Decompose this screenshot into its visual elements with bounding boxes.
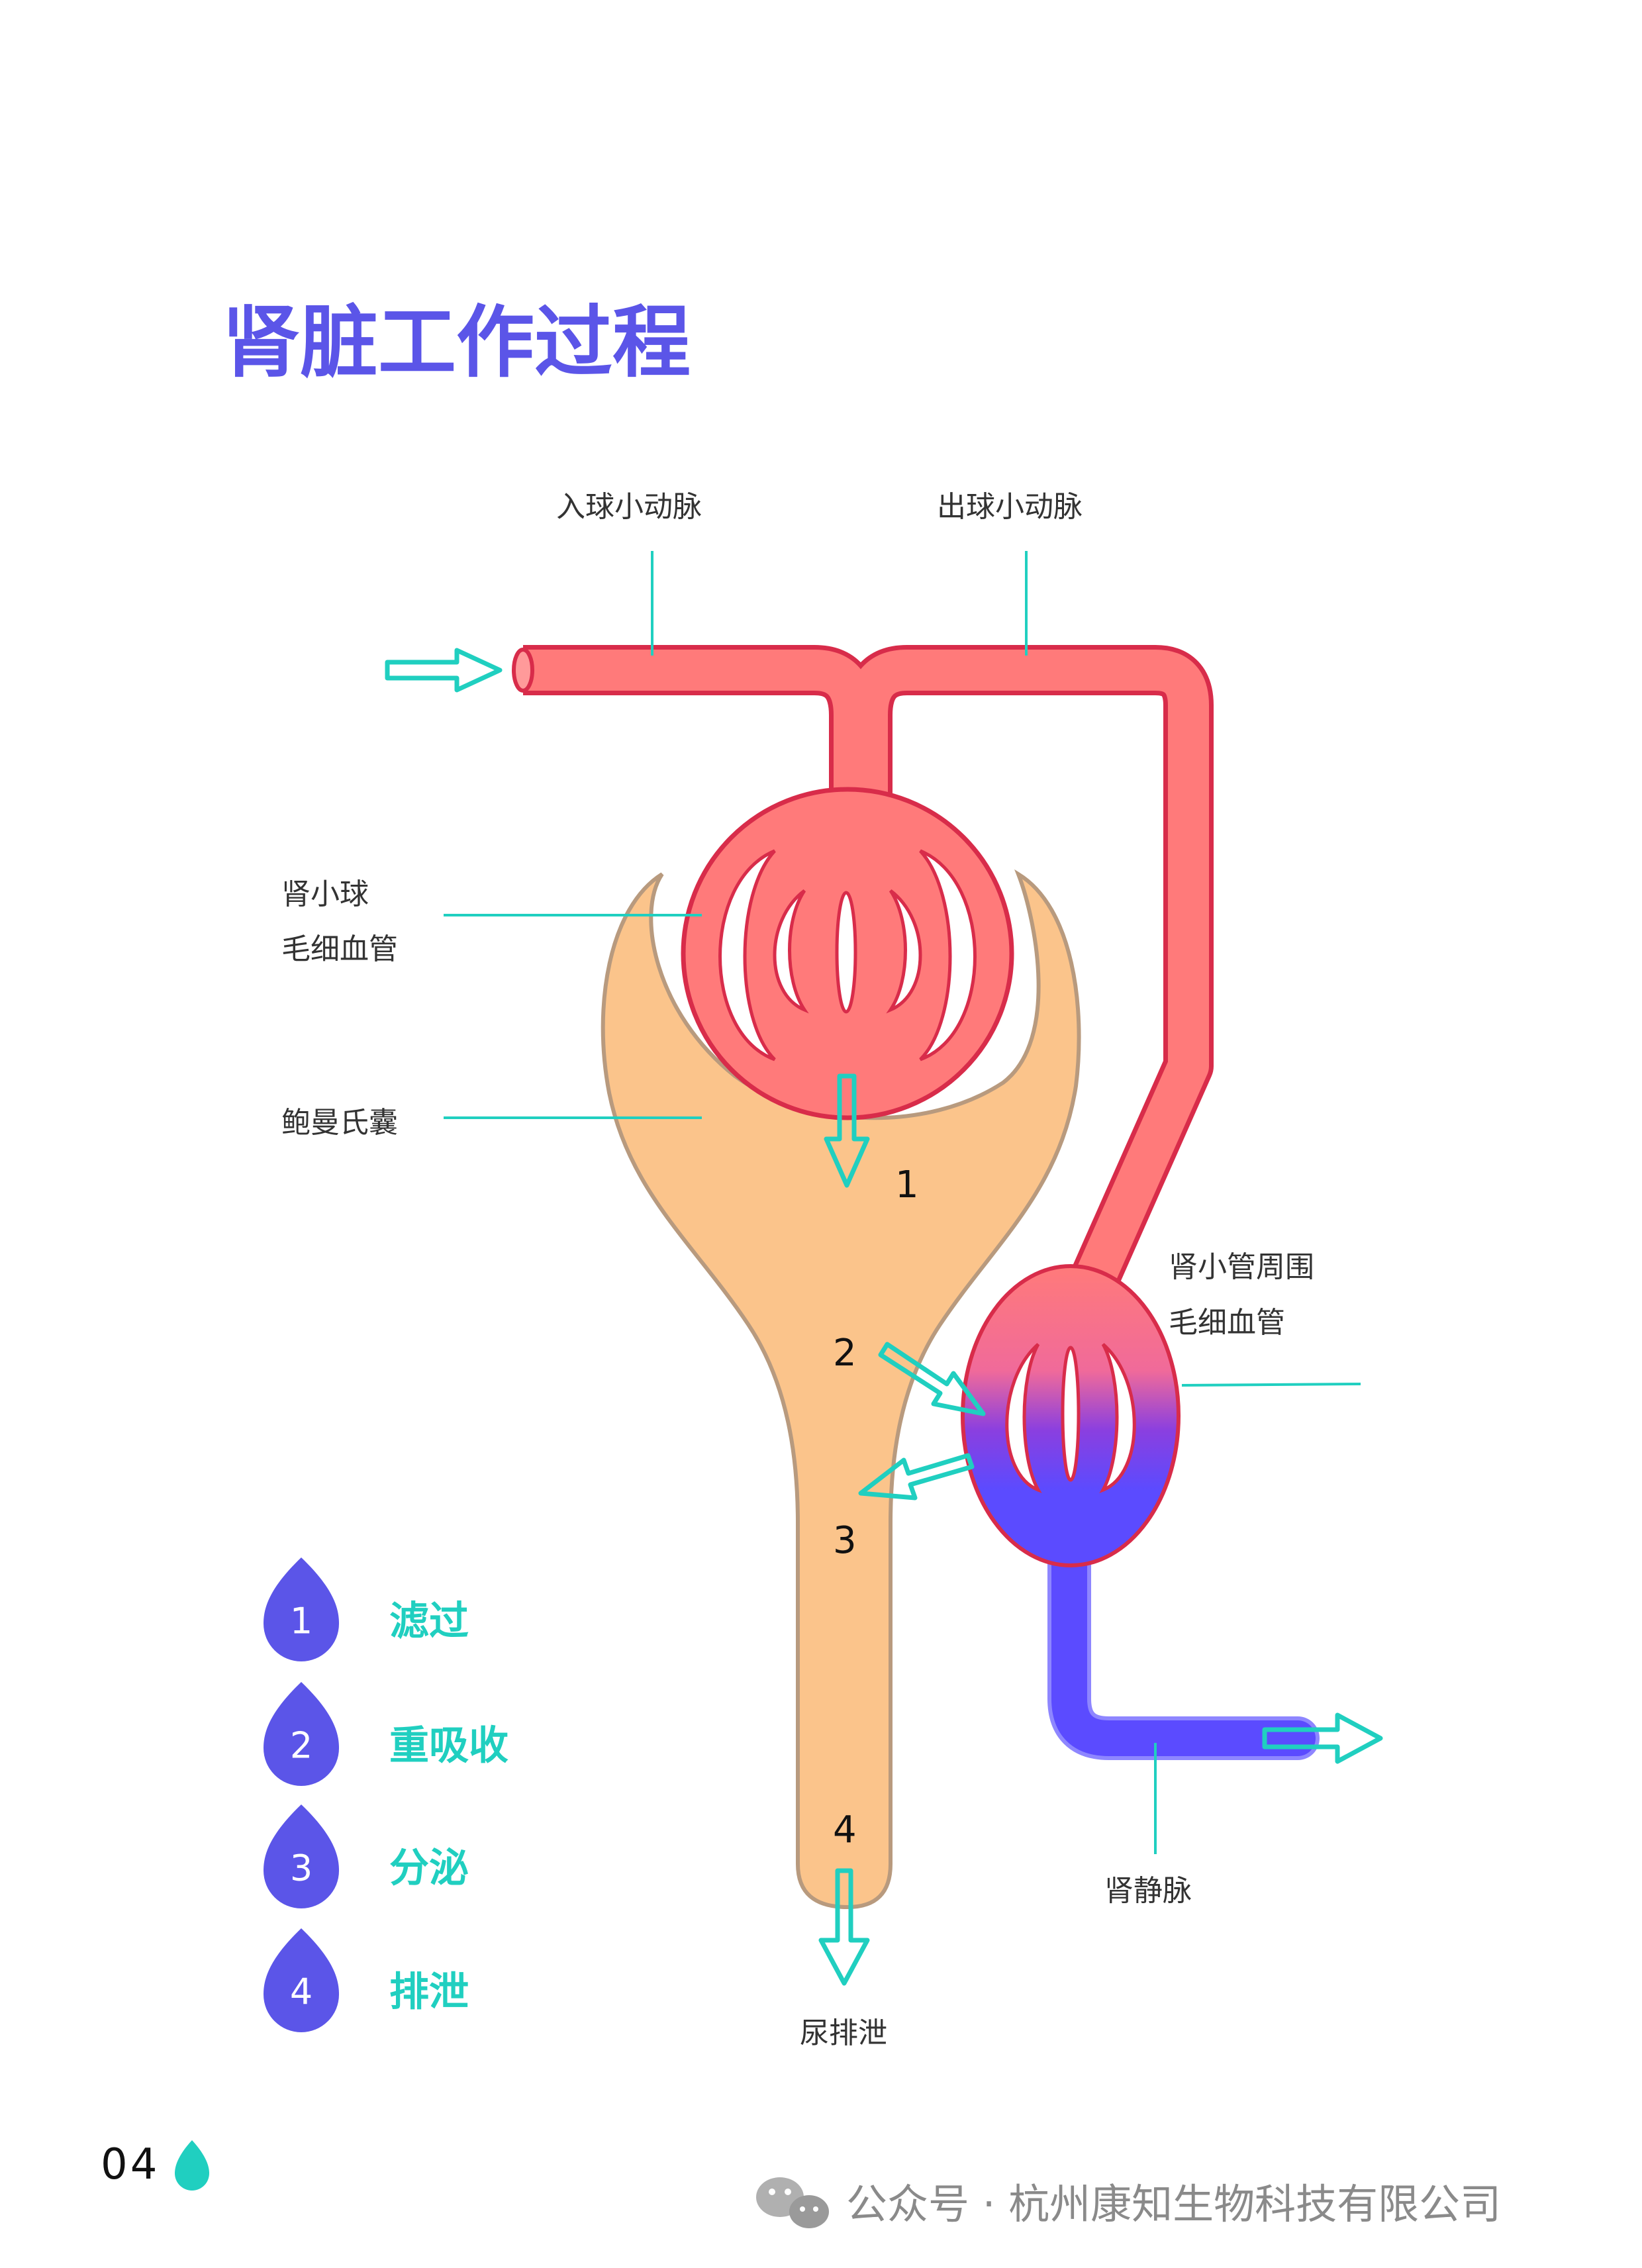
bowman-capsule-tubule [601,869,1081,1910]
inflow-arrow-icon [385,648,503,693]
secretion-arrow-icon [858,1453,975,1501]
peritubular-label-line2: 毛细血管 [1169,1306,1285,1340]
watermark-text: 公众号 · 杭州康知生物科技有限公司 [846,2180,1501,2228]
bowman-capsule-label: 鲍曼氏囊 [281,1106,398,1140]
legend-label-2: 重吸收 [389,1723,508,1769]
renal-vein-tube-outline [1047,1508,1320,1760]
peritubular-capillary [961,1264,1181,1567]
step-marker-1: 1 [895,1163,919,1207]
page-drop-icon [175,2140,209,2191]
filtration-arrow-icon [824,1073,870,1188]
efferent-arteriole-label: 出球小动脉 [937,490,1083,524]
glomerulus-label-line1: 肾小球 [281,877,369,911]
legend-drop-icon-1 [264,1557,339,1661]
arteriole-tube-fill [523,650,1209,1307]
afferent-arteriole-opening [512,648,534,693]
step-marker-3: 3 [833,1519,857,1562]
glomerulus-label-line2: 毛细血管 [281,932,398,966]
legend-drop-icon-2 [264,1682,339,1786]
afferent-arteriole-label: 入球小动脉 [556,490,702,524]
peritubular-label-line1: 肾小管周围 [1169,1250,1314,1284]
vein-outflow-arrow-icon [1262,1712,1383,1764]
step-marker-4: 4 [833,1808,857,1851]
excretion-arrow-icon [818,1868,870,1986]
page-number: 04 [101,2140,160,2189]
legend-label-1: 滤过 [389,1599,469,1645]
legend-number-3: 3 [290,1848,313,1889]
legend-label-3: 分泌 [389,1846,469,1892]
urine-excretion-label: 尿排泄 [800,2016,887,2050]
legend: 1 滤过 2 重吸收 3 分泌 4 排泄 [264,1557,508,2032]
legend-label-4: 排泄 [389,1969,469,2016]
legend-drop-icon-4 [264,1928,339,2032]
legend-number-1: 1 [290,1601,313,1642]
renal-vein-label: 肾静脉 [1104,1874,1192,1908]
step-marker-2: 2 [833,1332,857,1375]
glomerulus [681,787,1014,1120]
page-title: 肾脏工作过程 [222,297,691,388]
peritubular-leader [1181,1383,1361,1387]
renal-vein-tube [1051,1512,1316,1756]
reabsorption-arrow-icon [878,1342,986,1416]
legend-number-2: 2 [290,1725,313,1767]
legend-drop-icon-3 [264,1804,339,1908]
legend-number-4: 4 [290,1971,313,2013]
wechat-icon [756,2177,829,2228]
